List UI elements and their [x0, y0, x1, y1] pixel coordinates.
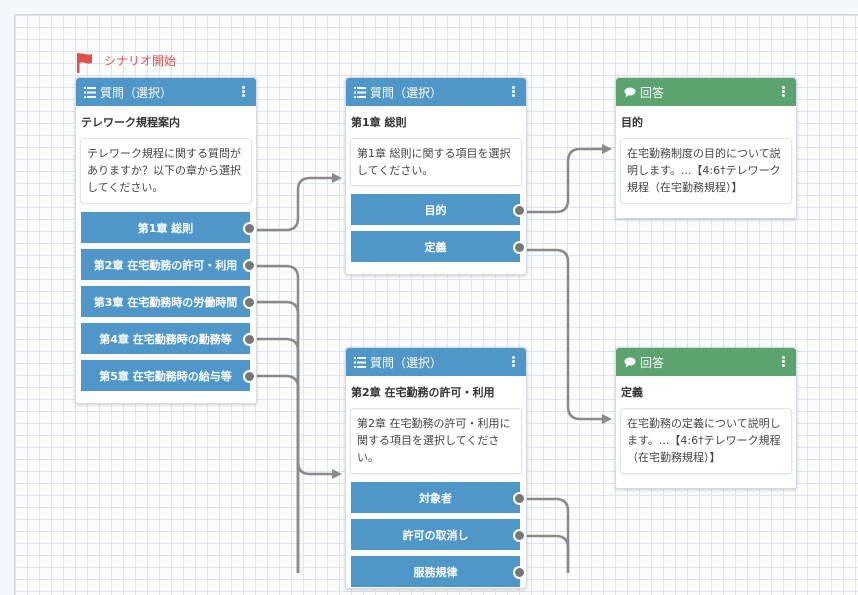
option-list: 第1章 総則 第2章 在宅勤務の許可・利用 第3章 在宅勤務時の労働時間 第4章…	[76, 212, 256, 391]
list-icon	[354, 86, 366, 98]
answer-node-a1[interactable]: 回答 目的 在宅勤務制度の目的について説明します。...【4:6†テレワーク規程…	[615, 77, 797, 219]
option-button[interactable]: 定義	[351, 231, 526, 262]
node-title: 第1章 総則	[351, 116, 407, 129]
speech-bubble-icon	[624, 356, 636, 368]
node-body: 在宅勤務制度の目的について説明します。...【4:6†テレワーク規程（在宅勤務規…	[620, 138, 792, 204]
node-type-label: 質問（選択）	[370, 355, 443, 370]
option-button[interactable]: 服務規律	[351, 556, 526, 587]
option-button[interactable]: 目的	[351, 194, 526, 225]
node-title: 第2章 在宅勤務の許可・利用	[351, 386, 495, 399]
output-port[interactable]	[243, 222, 256, 235]
output-port[interactable]	[243, 259, 256, 272]
question-node-q1[interactable]: 質問（選択） テレワーク規程案内 テレワーク規程に関する質問がありますか？以下の…	[75, 77, 257, 404]
speech-bubble-icon	[624, 86, 636, 98]
node-body: 第2章 在宅勤務の許可・利用に関する項目を選択してください。	[350, 408, 522, 474]
node-header[interactable]: 質問（選択）	[346, 78, 526, 106]
more-menu-icon[interactable]	[782, 86, 786, 98]
node-header[interactable]: 質問（選択）	[76, 78, 256, 106]
option-button[interactable]: 許可の取消し	[351, 519, 526, 550]
node-body: テレワーク規程に関する質問がありますか？以下の章から選択してください。	[80, 138, 252, 204]
node-title: 目的	[621, 116, 643, 129]
more-menu-icon[interactable]	[512, 86, 516, 98]
option-button[interactable]: 第1章 総則	[81, 212, 256, 243]
node-title: 定義	[621, 386, 643, 399]
node-type-label: 質問（選択）	[370, 85, 443, 100]
list-icon	[354, 356, 366, 368]
option-list: 対象者 許可の取消し 服務規律	[346, 482, 526, 587]
output-port[interactable]	[513, 529, 526, 542]
more-menu-icon[interactable]	[512, 356, 516, 368]
option-button[interactable]: 第2章 在宅勤務の許可・利用	[81, 249, 256, 280]
scenario-start-marker[interactable]: シナリオ開始	[76, 52, 176, 74]
question-node-q2[interactable]: 質問（選択） 第1章 総則 第1章 総則に関する項目を選択してください。 目的 …	[345, 77, 527, 275]
node-title: テレワーク規程案内	[81, 116, 180, 129]
node-type-label: 回答	[640, 85, 665, 100]
node-type-label: 回答	[640, 355, 665, 370]
node-body: 在宅勤務の定義について説明します。...【4:6†テレワーク規程（在宅勤務規程）…	[620, 408, 792, 474]
option-button[interactable]: 第3章 在宅勤務時の労働時間	[81, 286, 256, 317]
option-button[interactable]: 対象者	[351, 482, 526, 513]
node-body: 第1章 総則に関する項目を選択してください。	[350, 138, 522, 186]
output-port[interactable]	[513, 241, 526, 254]
more-menu-icon[interactable]	[242, 86, 246, 98]
output-port[interactable]	[243, 296, 256, 309]
output-port[interactable]	[243, 333, 256, 346]
output-port[interactable]	[243, 370, 256, 383]
option-button[interactable]: 第5章 在宅勤務時の給与等	[81, 360, 256, 391]
output-port[interactable]	[513, 492, 526, 505]
scenario-start-label: シナリオ開始	[104, 54, 177, 68]
node-header[interactable]: 回答	[616, 78, 796, 106]
node-type-label: 質問（選択）	[100, 85, 173, 100]
more-menu-icon[interactable]	[782, 356, 786, 368]
answer-node-a2[interactable]: 回答 定義 在宅勤務の定義について説明します。...【4:6†テレワーク規程（在…	[615, 347, 797, 489]
flag-icon	[77, 53, 92, 73]
list-icon	[84, 86, 96, 98]
option-button[interactable]: 第4章 在宅勤務時の勤務等	[81, 323, 256, 354]
option-list: 目的 定義	[346, 194, 526, 262]
question-node-q3[interactable]: 質問（選択） 第2章 在宅勤務の許可・利用 第2章 在宅勤務の許可・利用に関する…	[345, 347, 527, 589]
output-port[interactable]	[513, 204, 526, 217]
node-header[interactable]: 質問（選択）	[346, 348, 526, 376]
node-header[interactable]: 回答	[616, 348, 796, 376]
